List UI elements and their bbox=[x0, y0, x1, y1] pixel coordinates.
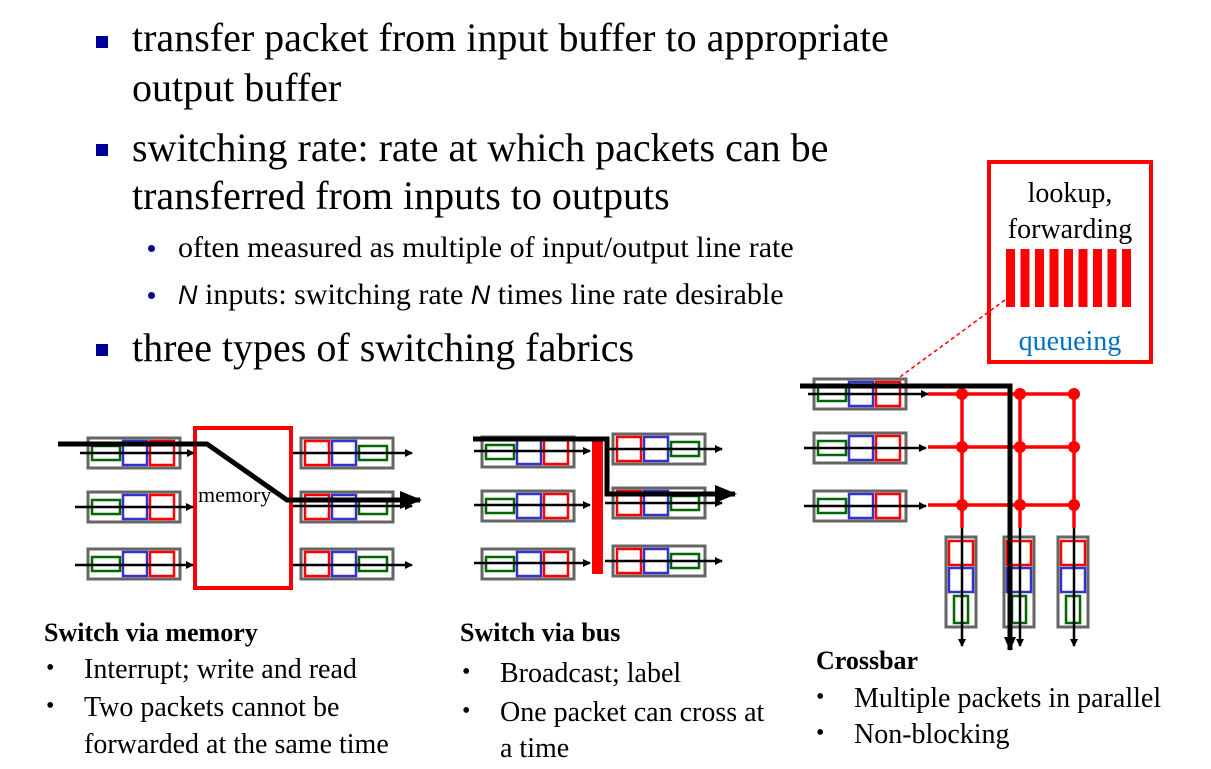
memory-fabric bbox=[193, 426, 293, 590]
memory-caption-title: Switch via memory bbox=[44, 618, 258, 647]
callout-queueing-label: queueing bbox=[1018, 326, 1122, 357]
bullet-square-icon bbox=[96, 144, 108, 156]
bus-caption-item-2-cont: a time bbox=[500, 733, 570, 764]
bullet-dot-icon: • bbox=[462, 659, 471, 685]
queue-bar bbox=[1078, 249, 1088, 307]
crossbar-caption-title: Crossbar bbox=[816, 646, 919, 675]
bullet-dot-icon: • bbox=[816, 720, 825, 746]
sub-bullet-2: N inputs: switching rate N times line ra… bbox=[178, 278, 784, 311]
bus-fabric bbox=[592, 437, 603, 574]
queue-bar bbox=[1107, 249, 1117, 307]
callout-lookup-label: lookup, bbox=[1027, 178, 1113, 209]
crossbar-switch-point bbox=[1068, 388, 1080, 400]
callout-pointer-line bbox=[892, 299, 1006, 383]
crossbar-caption-item-1: Multiple packets in parallel bbox=[854, 683, 1162, 714]
crossbar-switch-point bbox=[1014, 441, 1026, 453]
memory-caption-item-2: Two packets cannot be bbox=[84, 692, 340, 723]
queue-bar bbox=[1093, 249, 1102, 307]
bullet-1-line-1: transfer packet from input buffer to app… bbox=[132, 15, 889, 60]
sub-bullet-dot-icon bbox=[148, 292, 155, 299]
crossbar-caption-item-2: Non-blocking bbox=[854, 719, 1010, 750]
crossbar-switch-point bbox=[1014, 388, 1026, 400]
crossbar-switch-point bbox=[1068, 499, 1080, 511]
memory-caption-item-1: Interrupt; write and read bbox=[84, 654, 357, 685]
variable-n: N bbox=[178, 280, 198, 310]
memory-packet-path bbox=[58, 441, 422, 509]
bus-caption-item-2: One packet can cross at bbox=[500, 697, 765, 728]
bullet-dot-icon: • bbox=[816, 684, 825, 710]
memory-caption-item-2-cont: forwarded at the same time bbox=[84, 729, 389, 760]
crossbar-switch-point bbox=[956, 441, 968, 453]
bullet-dot-icon: • bbox=[46, 693, 55, 719]
crossbar-switch-point bbox=[1014, 499, 1026, 511]
sub-bullet-1: often measured as multiple of input/outp… bbox=[178, 231, 794, 264]
bus-caption-title: Switch via bus bbox=[460, 618, 621, 647]
crossbar-switch-point bbox=[956, 499, 968, 511]
queue-bar bbox=[1049, 249, 1059, 307]
queue-bar bbox=[1064, 249, 1073, 307]
variable-n: N bbox=[470, 280, 491, 310]
bullet-1-line-2: output buffer bbox=[132, 65, 342, 110]
queue-bar bbox=[1122, 249, 1131, 307]
callout-forwarding-label: forwarding bbox=[1007, 214, 1133, 245]
bullet-3: three types of switching fabrics bbox=[132, 325, 635, 370]
bullet-dot-icon: • bbox=[46, 655, 55, 681]
crossbar-switch-point bbox=[956, 388, 968, 400]
queue-bars bbox=[1006, 249, 1131, 307]
crossbar-switch-point bbox=[1068, 441, 1080, 453]
bus-packet-path bbox=[473, 436, 737, 503]
queue-bar bbox=[1020, 249, 1030, 307]
bus-caption-item-1: Broadcast; label bbox=[500, 658, 682, 689]
queue-bar bbox=[1035, 249, 1044, 307]
memory-label: memory bbox=[198, 482, 272, 507]
bullet-dot-icon: • bbox=[462, 698, 471, 724]
crossbar-packet-path bbox=[800, 383, 1016, 651]
sub-bullet-dot-icon bbox=[148, 245, 155, 252]
bullet-square-icon bbox=[96, 344, 108, 356]
crossbar-fabric bbox=[928, 388, 1080, 528]
bullet-2-line-1: switching rate: rate at which packets ca… bbox=[132, 125, 829, 170]
flow-arrows bbox=[75, 390, 1078, 647]
bullet-square-icon bbox=[96, 36, 108, 48]
bullet-2-line-2: transferred from inputs to outputs bbox=[132, 173, 670, 218]
queue-bar bbox=[1006, 249, 1015, 307]
